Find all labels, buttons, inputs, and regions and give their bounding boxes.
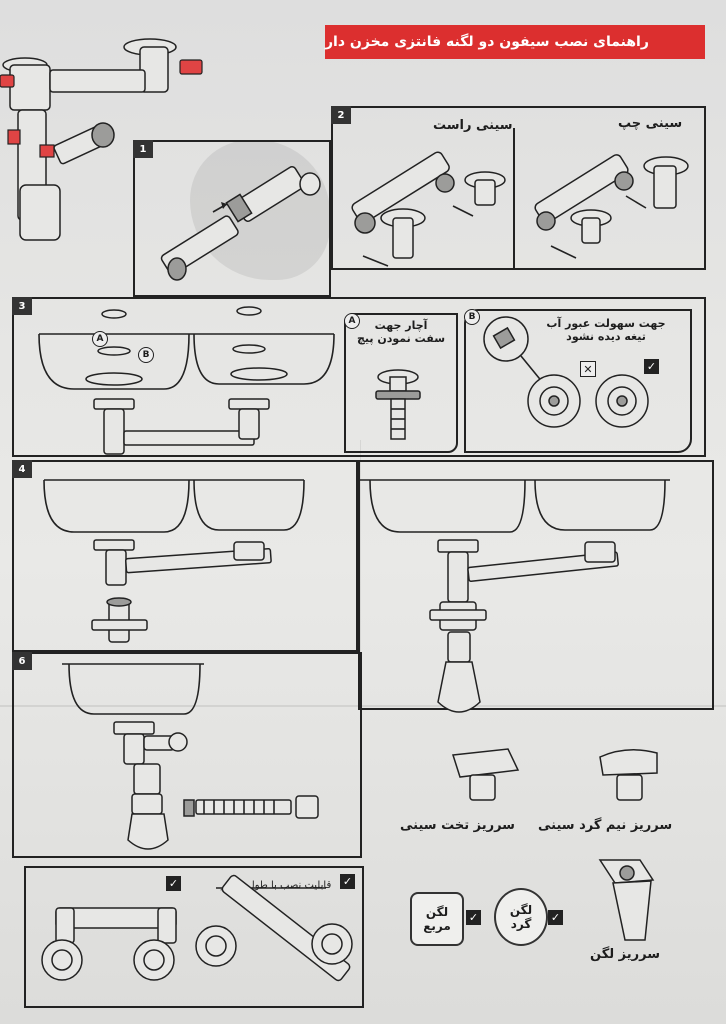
step-1-badge: 1 [133, 140, 153, 158]
bottom-left-panel: ✓ ✓ قابلیت نصب با طول بیشتر [24, 866, 364, 1008]
inset-a-box: A آچار جهت سفت نمودن پیچ [344, 313, 458, 453]
fold-line-vertical [360, 440, 361, 760]
check-icon: ✓ [548, 910, 563, 925]
document-title: راهنمای نصب سیفون دو لگنه فانتزی مخزن دا… [325, 25, 705, 59]
inset-b-title: جهت سهولت عبور آب تیغه دیده نشود [546, 317, 666, 343]
overflow-flat-label: سرریز تخت سینی [400, 818, 515, 833]
marker-a: A [92, 331, 108, 347]
title-text: راهنمای نصب سیفون دو لگنه فانتزی مخزن دا… [325, 34, 649, 50]
siphon-overview-illustration [0, 38, 203, 241]
step-2-divider [513, 128, 515, 268]
overflow-half-round-illustration [599, 749, 658, 801]
step-4-left-illustration [43, 479, 305, 643]
step-2-badge: 2 [331, 106, 351, 124]
strainer-comparison-illustration [483, 316, 649, 428]
overflow-bowl-illustration [598, 859, 655, 941]
extended-install-note: قابلیت نصب با طول بیشتر [221, 880, 332, 891]
marker-b: B [138, 347, 154, 363]
overflow-flat-illustration [452, 748, 520, 801]
step-3-badge: 3 [12, 297, 32, 315]
left-tray-label: سینی چپ [618, 116, 683, 131]
check-icon: ✓ [340, 874, 355, 889]
step-2-right-tray-illustration [351, 151, 506, 267]
square-bowl-label: لگن مربع [423, 904, 451, 933]
check-icon: ✓ [166, 876, 181, 891]
step-6-badge: 6 [12, 652, 32, 670]
fold-line-horizontal [0, 705, 726, 707]
overflow-half-round-label: سرریز نیم گرد سینی [538, 818, 673, 833]
step-1-illustration [160, 166, 321, 281]
right-tray-label: سینی راست [433, 118, 513, 133]
step-1-panel: 1 [133, 140, 331, 297]
step-5-illustration [360, 479, 670, 713]
step-6-illustration [62, 663, 319, 850]
step-5-panel [358, 460, 714, 713]
check-icon: ✓ [466, 910, 481, 925]
wrench-illustration [375, 369, 421, 440]
square-bowl-badge: لگن مربع [410, 892, 464, 946]
inset-b-marker: B [464, 309, 480, 325]
step-3-sink-illustration [38, 306, 335, 455]
inset-b-box: B جهت سهولت عبور آب تیغه دیده نشود ✕ ✓ [464, 309, 692, 453]
inset-a-marker: A [344, 313, 360, 329]
step-6-panel: 6 [12, 652, 362, 858]
check-icon: ✓ [644, 359, 659, 374]
step-2-left-tray-illustration [534, 154, 689, 259]
step-4-panel: 4 [12, 460, 358, 652]
round-bowl-badge: لگن گرد [494, 888, 548, 946]
bottom-left-illustration [41, 874, 353, 982]
step-3-panel: 3 A B A آچار جهت سفت نمودن پیچ [12, 297, 706, 457]
inset-a-title: آچار جهت سفت نمودن پیچ [356, 319, 446, 345]
step-4-badge: 4 [12, 460, 32, 478]
overflow-bowl-label: سرریز لگن [590, 947, 660, 962]
step-2-panel: 2 سینی راست سینی چپ [331, 106, 706, 270]
round-bowl-label: لگن گرد [509, 902, 533, 931]
cross-icon: ✕ [580, 361, 596, 377]
